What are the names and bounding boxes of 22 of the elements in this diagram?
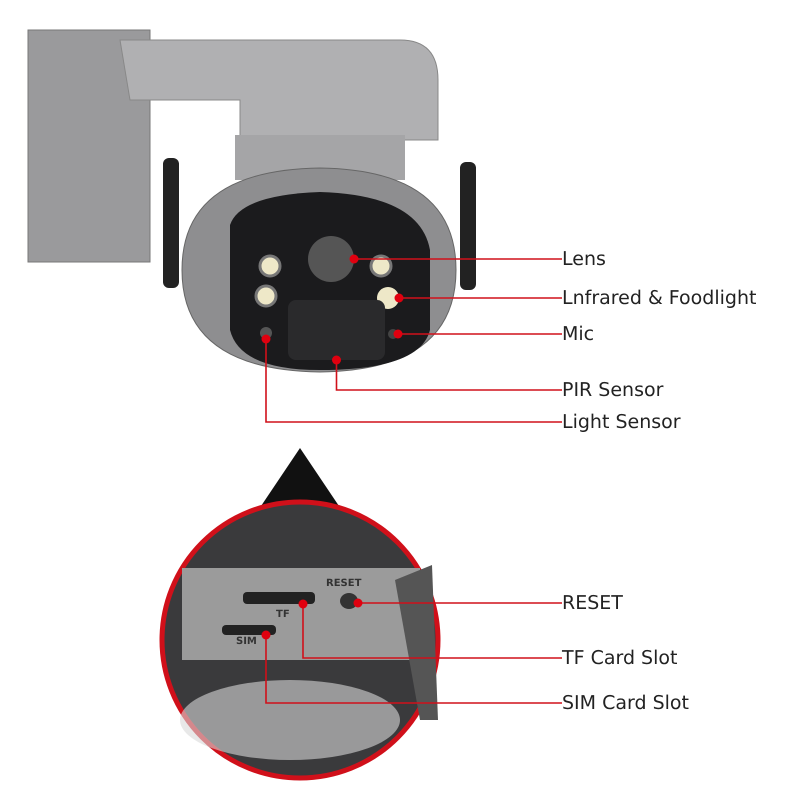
pir-sensor-window bbox=[288, 300, 385, 360]
printed-marking: SIM bbox=[236, 636, 257, 647]
part-label: Lnfrared & Foodlight bbox=[562, 287, 756, 309]
part-label: PIR Sensor bbox=[562, 379, 664, 401]
leader-line bbox=[332, 356, 562, 391]
printed-marking: TF bbox=[276, 609, 290, 620]
part-label: Lens bbox=[562, 248, 606, 270]
leader-line bbox=[262, 630, 562, 704]
card-slot bbox=[243, 592, 315, 604]
part-label: TF Card Slot bbox=[562, 647, 678, 669]
part-label: Mic bbox=[562, 323, 594, 345]
leader-line bbox=[354, 598, 562, 608]
leader-line bbox=[394, 330, 562, 338]
part-label: RESET bbox=[562, 592, 623, 614]
leader-line bbox=[262, 334, 562, 423]
leader-line bbox=[350, 254, 562, 264]
leader-line bbox=[298, 600, 562, 659]
printed-marking: RESET bbox=[326, 578, 362, 589]
part-label: SIM Card Slot bbox=[562, 692, 689, 714]
card-slot bbox=[222, 625, 276, 635]
leader-line bbox=[394, 294, 562, 302]
part-label: Light Sensor bbox=[562, 411, 681, 433]
